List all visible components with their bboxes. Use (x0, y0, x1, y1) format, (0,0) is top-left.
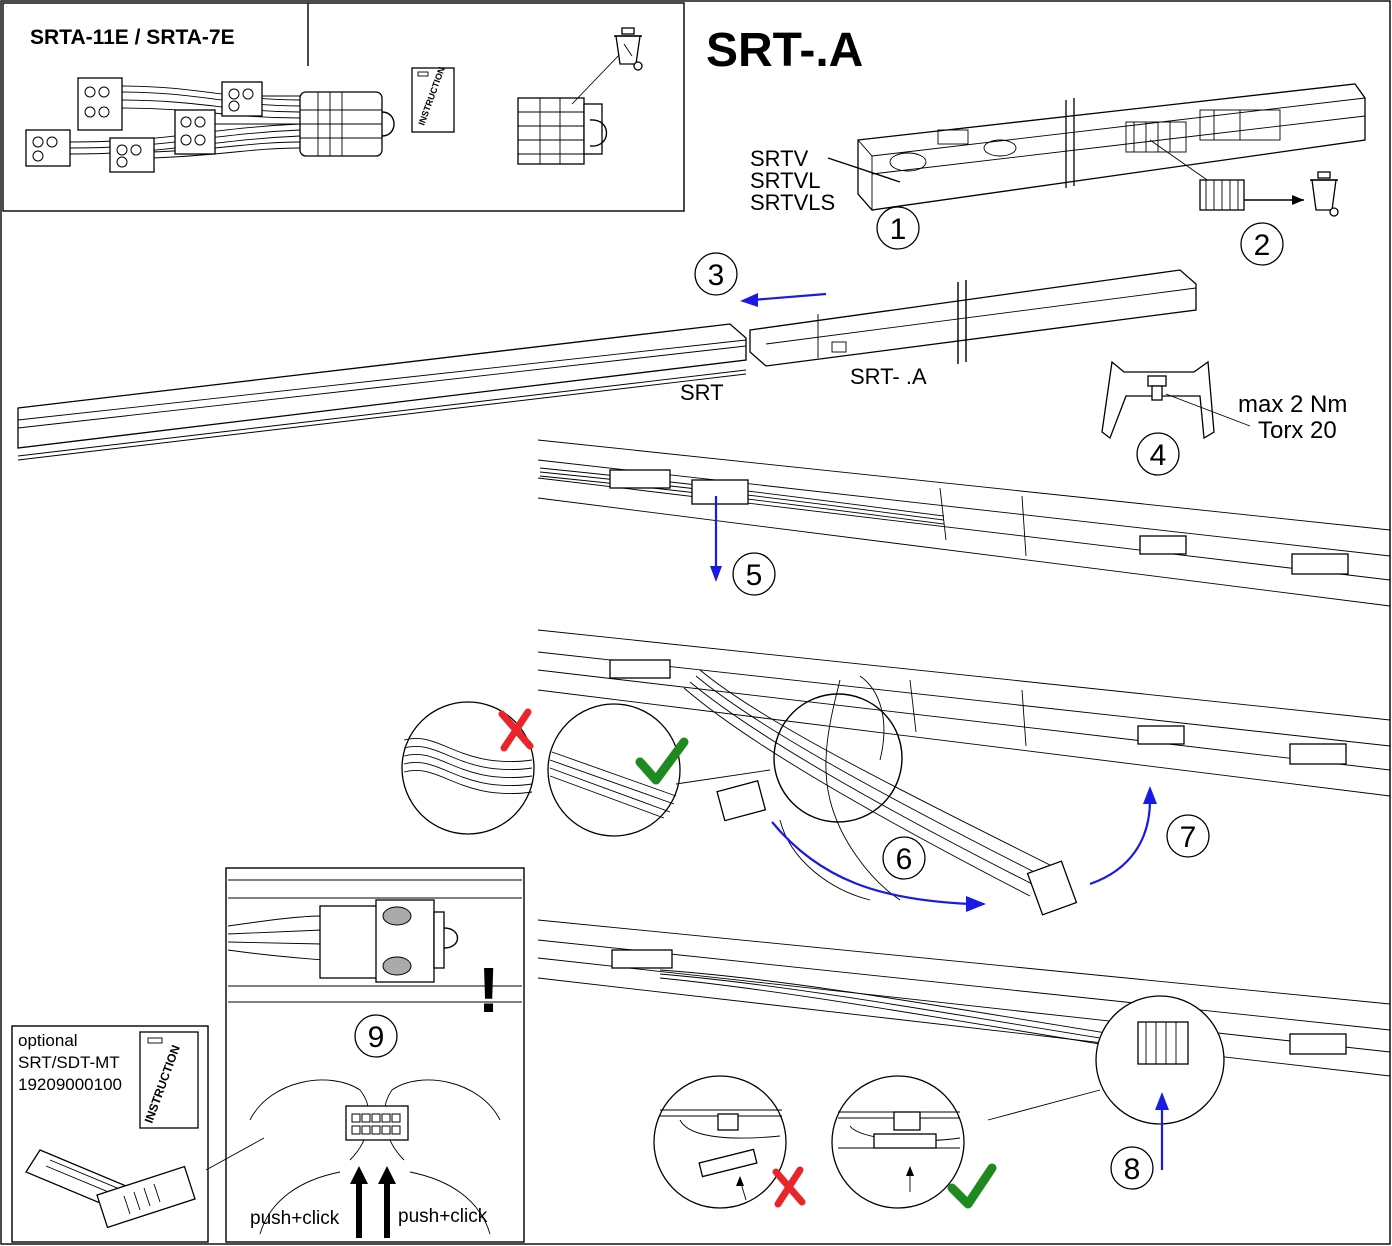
svg-text:9: 9 (368, 1021, 385, 1054)
instruction-sheet-icon: INSTRUCTION (411, 65, 455, 133)
connector-closeup (227, 879, 522, 1003)
connector-detail-magnifier (987, 995, 1225, 1125)
svg-text:3: 3 (708, 259, 725, 292)
push-click-label-left: push+click (250, 1208, 340, 1229)
recycle-bin-icon (614, 27, 643, 71)
step-number-4: 4 (1136, 432, 1180, 476)
variant-label-srtv: SRTV (750, 146, 809, 171)
push-click-label-right: push+click (398, 1206, 488, 1227)
torque-label: max 2 Nm (1238, 391, 1347, 418)
step-number-2: 2 (1240, 222, 1284, 266)
step-number-9: 9 (354, 1014, 398, 1058)
svg-text:7: 7 (1180, 821, 1197, 854)
step-6-arrow (771, 821, 971, 906)
old-connector-to-dispose (517, 51, 623, 165)
mounting-bracket-illustration (1101, 360, 1251, 440)
instruction-sheet-icon: INSTRUCTION (139, 1031, 199, 1129)
rail-step-5 (537, 439, 1391, 607)
step-7-arrow (1089, 799, 1152, 886)
srt-rail-long (17, 323, 747, 461)
svg-text:2: 2 (1254, 229, 1271, 262)
hand-detail-magnifier (773, 693, 903, 823)
recycle-bin-icon (1310, 171, 1339, 217)
step-number-5: 5 (732, 552, 776, 596)
rail-step-6 (537, 629, 1391, 916)
svg-text:1: 1 (890, 213, 907, 246)
step-number-7: 7 (1166, 814, 1210, 858)
srt-a-rail-middle (749, 269, 1197, 367)
wrong-connector-detail (653, 1075, 787, 1209)
optional-part-name: SRT/SDT-MT (18, 1053, 120, 1072)
mounting-tool-illustration (25, 1149, 196, 1229)
optional-accessory-box (11, 1025, 209, 1243)
correct-connector-detail (831, 1075, 965, 1209)
step-9-panel (225, 867, 525, 1243)
variant-label-srtvls: SRTVLS (750, 190, 835, 215)
red-cross-icon (498, 708, 534, 752)
variant-title: SRTA-11E / SRTA-7E (30, 26, 235, 49)
svg-text:6: 6 (896, 843, 913, 876)
optional-label: optional (18, 1031, 78, 1050)
correct-wire-detail (547, 703, 771, 837)
step-number-3: 3 (694, 252, 738, 296)
srt-a-rail-top (857, 83, 1366, 211)
tool-label: Torx 20 (1258, 417, 1337, 444)
removed-connector-illustration (1199, 179, 1304, 211)
svg-text:5: 5 (746, 559, 763, 592)
red-cross-icon (772, 1166, 806, 1208)
wiring-harness-illustration (25, 77, 395, 173)
rail-step-8 (537, 919, 1391, 1077)
warning-exclamation: ! (478, 954, 499, 1026)
srt-label: SRT (680, 380, 724, 405)
step-number-8: 8 (1110, 1146, 1154, 1190)
svg-text:8: 8 (1124, 1153, 1141, 1186)
srt-a-label: SRT- .A (850, 364, 927, 389)
optional-part-number: 19209000100 (18, 1075, 122, 1094)
variant-box (2, 2, 685, 212)
step-3-arrow (751, 292, 827, 302)
wrong-wire-detail (401, 701, 535, 835)
step-number-6: 6 (882, 836, 926, 880)
main-title: SRT-.A (706, 24, 863, 77)
variant-label-srtvl: SRTVL (750, 168, 821, 193)
svg-text:4: 4 (1150, 439, 1167, 472)
step-number-1: 1 (876, 206, 920, 250)
green-check-icon (947, 1163, 997, 1209)
hands-push-click-illustration (205, 1079, 501, 1238)
green-check-icon (635, 737, 689, 785)
